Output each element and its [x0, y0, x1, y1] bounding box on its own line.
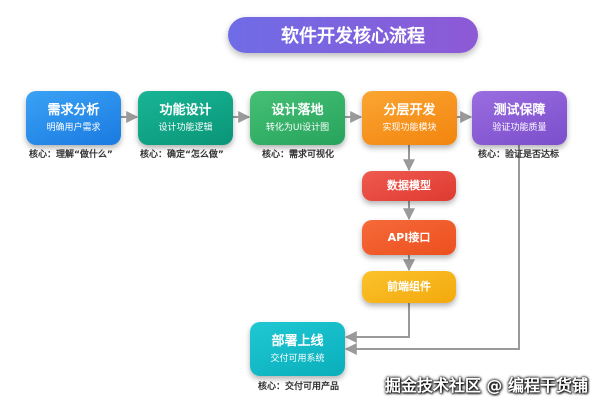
arrow-test-deploy [344, 145, 520, 355]
stage-function-design: 功能设计 设计功能逻辑 [138, 91, 233, 145]
stage-title: 设计落地 [271, 102, 324, 118]
stage-core-note: 核心：理解“做什么” [29, 150, 113, 160]
stage-subtitle: 交付可用系统 [270, 353, 325, 364]
stage-core-note: 核心：验证是否达标 [478, 150, 560, 160]
stage-title: 分层开发 [383, 102, 436, 118]
stage-deployment: 部署上线 交付可用系统 [250, 322, 345, 376]
stage-requirements: 需求分析 明确用户需求 [26, 91, 121, 145]
stage-core-note: 核心：交付可用产品 [258, 382, 340, 392]
stage-title: 测试保障 [493, 102, 546, 118]
stage-subtitle: 实现功能模块 [382, 122, 437, 133]
stage-subtitle: 设计功能逻辑 [158, 122, 213, 133]
arrow-sub3-deploy [344, 303, 410, 343]
sublayer-title: 数据模型 [387, 179, 431, 192]
stage-core-note: 核心：需求可视化 [262, 150, 335, 160]
stage-subtitle: 明确用户需求 [46, 122, 101, 133]
sublayer-data-model: 数据模型 [362, 171, 456, 201]
stage-layered-development: 分层开发 实现功能模块 [362, 91, 457, 145]
watermark: 掘金技术社区 @ 编程干货铺 [384, 376, 588, 395]
stage-title: 部署上线 [271, 333, 324, 349]
stage-design-implementation: 设计落地 转化为UI设计图 [250, 91, 345, 145]
sublayer-title: API接口 [387, 230, 431, 244]
stage-subtitle: 验证功能质量 [492, 122, 547, 133]
stage-testing: 测试保障 验证功能质量 [472, 91, 567, 145]
sublayer-frontend: 前端组件 [362, 271, 456, 303]
sublayer-title: 前端组件 [387, 280, 431, 293]
stage-title: 功能设计 [159, 102, 212, 118]
sublayer-api: API接口 [362, 220, 456, 255]
stage-core-note: 核心：确定“怎么做” [140, 150, 224, 160]
stage-title: 需求分析 [47, 102, 100, 118]
page-title: 软件开发核心流程 [228, 17, 478, 53]
stage-subtitle: 转化为UI设计图 [265, 122, 330, 133]
